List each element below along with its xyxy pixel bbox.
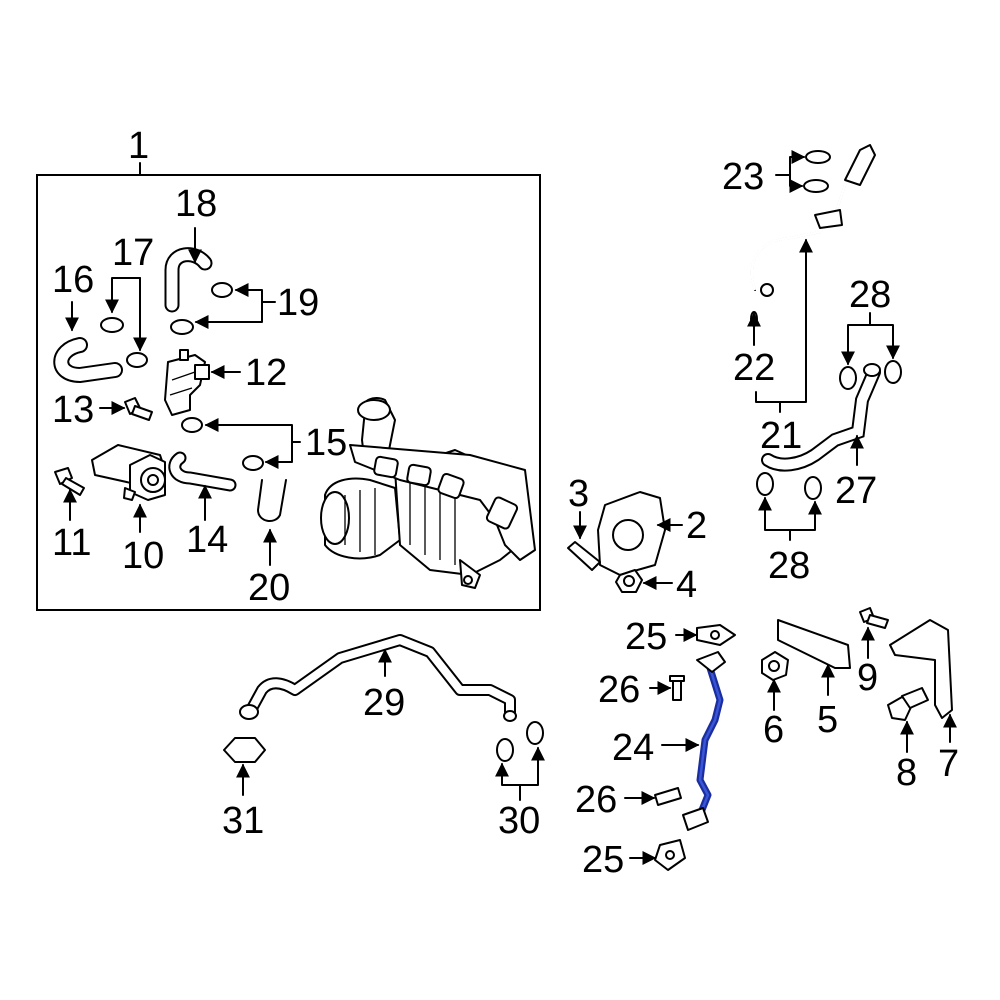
- screw-13[interactable]: [124, 397, 153, 421]
- callout-10: 10: [122, 535, 164, 577]
- callout-25-bottom: 25: [582, 839, 624, 881]
- callout-18: 18: [175, 183, 217, 225]
- callout-5: 5: [817, 699, 838, 741]
- gasket-2[interactable]: [597, 491, 666, 576]
- hose-18[interactable]: [164, 247, 213, 313]
- callout-17: 17: [112, 232, 154, 274]
- callout-16: 16: [52, 259, 94, 301]
- callout-21: 21: [760, 415, 802, 457]
- seals-28[interactable]: [756, 360, 902, 500]
- callout-26-top: 26: [598, 669, 640, 711]
- callout-3: 3: [568, 473, 589, 515]
- callout-22: 22: [733, 347, 775, 389]
- callout-8: 8: [896, 752, 917, 794]
- leader-lines: [63, 150, 957, 865]
- coolant-pipe-24-highlighted[interactable]: [682, 651, 726, 831]
- solenoid-12[interactable]: [164, 349, 210, 416]
- callout-11: 11: [52, 522, 91, 564]
- clamp-31[interactable]: [223, 737, 266, 763]
- bolt-8[interactable]: [887, 687, 929, 721]
- callout-19: 19: [277, 282, 319, 324]
- nut-4[interactable]: [615, 569, 643, 593]
- stud-3[interactable]: [567, 541, 601, 571]
- clamps-15[interactable]: [181, 417, 264, 471]
- gaskets-25[interactable]: [654, 624, 736, 871]
- bracket-7[interactable]: [889, 619, 953, 719]
- callout-6: 6: [763, 709, 784, 751]
- callout-24: 24: [612, 727, 654, 769]
- callout-4: 4: [676, 564, 697, 606]
- callout-28-top: 28: [849, 274, 891, 316]
- callout-2: 2: [686, 505, 707, 547]
- hose-14[interactable]: [168, 451, 237, 492]
- callout-31: 31: [222, 800, 264, 842]
- callout-20: 20: [248, 567, 290, 609]
- callout-27: 27: [835, 470, 877, 512]
- callout-15: 15: [305, 422, 347, 464]
- wastegate-actuator-10[interactable]: [91, 444, 166, 501]
- callout-29: 29: [363, 682, 405, 724]
- washers-23[interactable]: [803, 150, 831, 193]
- callout-1: 1: [128, 125, 149, 167]
- callout-labels: 1 18 17 16 19 12 13 15 11 10 14 20 3 2 4…: [52, 125, 959, 881]
- bolts-26[interactable]: [654, 675, 685, 806]
- clamps-19[interactable]: [170, 282, 233, 335]
- callout-9: 9: [857, 657, 878, 699]
- hose-16[interactable]: [53, 337, 123, 384]
- bolt-11[interactable]: [54, 467, 85, 496]
- callout-26-bottom: 26: [575, 779, 617, 821]
- callout-7: 7: [938, 743, 959, 785]
- callout-30: 30: [498, 800, 540, 842]
- seals-30[interactable]: [496, 721, 544, 762]
- turbocharger[interactable]: [320, 397, 536, 589]
- oil-supply-29[interactable]: [239, 634, 517, 722]
- oil-line-21[interactable]: [750, 144, 876, 297]
- hose-20[interactable]: [257, 479, 287, 522]
- callout-23: 23: [722, 156, 764, 198]
- assembly-1-frame: [36, 174, 541, 611]
- nut-6[interactable]: [761, 651, 789, 681]
- callout-13: 13: [52, 389, 94, 431]
- callout-25-top: 25: [625, 616, 667, 658]
- callout-14: 14: [186, 519, 228, 561]
- stud-9[interactable]: [859, 607, 889, 629]
- heat-shield-5[interactable]: [777, 619, 851, 669]
- clamps-17[interactable]: [100, 317, 148, 368]
- callout-12: 12: [245, 352, 287, 394]
- callout-28-bottom: 28: [768, 545, 810, 587]
